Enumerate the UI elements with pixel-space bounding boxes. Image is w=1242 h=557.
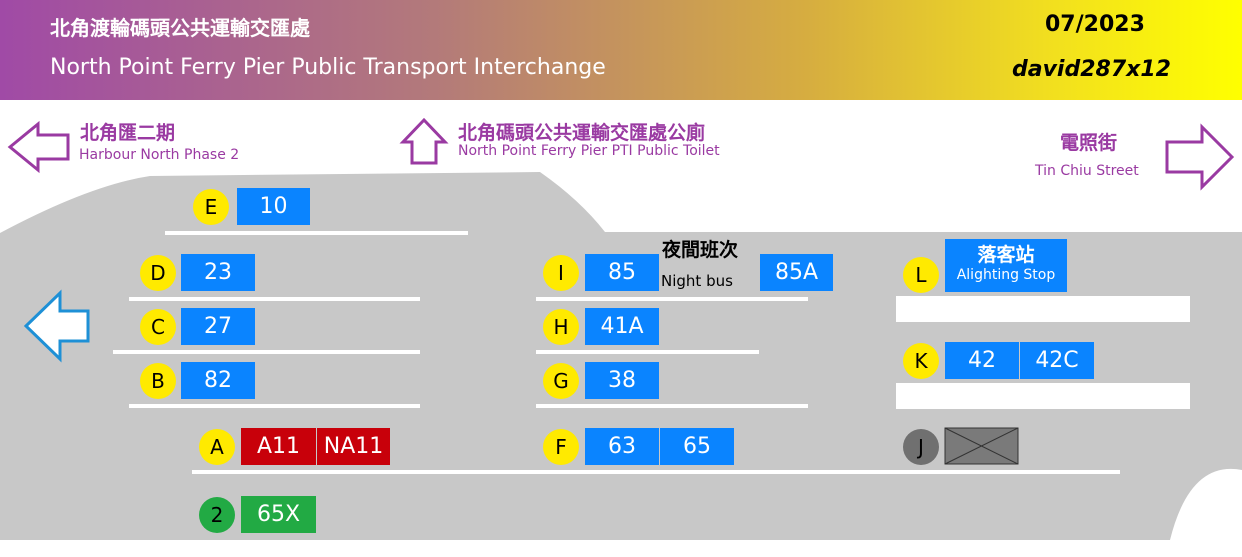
route-42: 42 [945, 342, 1019, 379]
bay-k-marker: K [903, 343, 939, 379]
route-65x: 65X [241, 496, 316, 533]
up-arrow-icon [399, 117, 449, 165]
sign-harbour-north-en: Harbour North Phase 2 [79, 147, 240, 163]
header-banner: 北角渡輪碼頭公共運輸交匯處 North Point Ferry Pier Pub… [0, 0, 1242, 100]
sign-harbour-north-zh: 北角匯二期 [80, 122, 176, 144]
bay-a-marker: A [199, 429, 235, 465]
route-na11: NA11 [317, 428, 390, 465]
bay-g-marker: G [543, 363, 579, 399]
lane-separator [536, 297, 808, 301]
exit-left-arrow-icon [23, 289, 90, 363]
lane-separator [536, 404, 808, 408]
alighting-stop-en: Alighting Stop [956, 267, 1056, 283]
route-82: 82 [181, 362, 255, 399]
route-41a: 41A [585, 308, 659, 345]
title-english: North Point Ferry Pier Public Transport … [50, 55, 606, 80]
lane-separator [129, 297, 420, 301]
date-label: 07/2023 [1045, 12, 1145, 37]
route-23: 23 [181, 254, 255, 291]
sign-toilet-zh: 北角碼頭公共運輸交匯處公廁 [458, 122, 706, 144]
bay-i-marker: I [543, 255, 579, 291]
right-arrow-icon [1165, 123, 1235, 191]
bay-l-marker: L [903, 257, 939, 293]
route-85a: 85A [760, 254, 833, 291]
sign-tin-chiu-en: Tin Chiu Street [1035, 163, 1139, 179]
lane-separator [113, 350, 420, 354]
lane-separator [192, 470, 1120, 474]
alighting-stop-sign: 落客站 Alighting Stop [945, 239, 1067, 292]
lane-separator [536, 350, 759, 354]
bay-j-marker: J [903, 429, 939, 465]
bay-c-marker: C [140, 309, 176, 345]
bay-d-marker: D [140, 255, 176, 291]
route-65: 65 [660, 428, 734, 465]
bay-f-marker: F [543, 429, 579, 465]
title-chinese: 北角渡輪碼頭公共運輸交匯處 [50, 16, 310, 40]
platform-bar [896, 383, 1190, 409]
route-a11: A11 [241, 428, 316, 465]
bay-b-marker: B [140, 363, 176, 399]
bay-h-marker: H [543, 309, 579, 345]
lane-separator [129, 404, 420, 408]
lane-separator [165, 231, 468, 235]
route-27: 27 [181, 308, 255, 345]
night-bus-label-zh: 夜間班次 [662, 239, 739, 261]
route-10: 10 [237, 188, 310, 225]
bay-2-marker: 2 [199, 497, 235, 533]
platform-bar [896, 296, 1190, 322]
route-63: 63 [585, 428, 659, 465]
sign-toilet-en: North Point Ferry Pier PTI Public Toilet [458, 143, 720, 159]
credit-label: david287x12 [1012, 57, 1171, 82]
route-38: 38 [585, 362, 659, 399]
sign-tin-chiu-zh: 電照街 [1060, 132, 1118, 154]
route-42c: 42C [1020, 342, 1094, 379]
bay-j-closed-icon [944, 427, 1019, 465]
route-85: 85 [585, 254, 659, 291]
night-bus-label-en: Night bus [661, 272, 733, 290]
alighting-stop-zh: 落客站 [977, 244, 1035, 266]
bay-e-marker: E [193, 189, 229, 225]
left-arrow-icon [7, 120, 70, 174]
